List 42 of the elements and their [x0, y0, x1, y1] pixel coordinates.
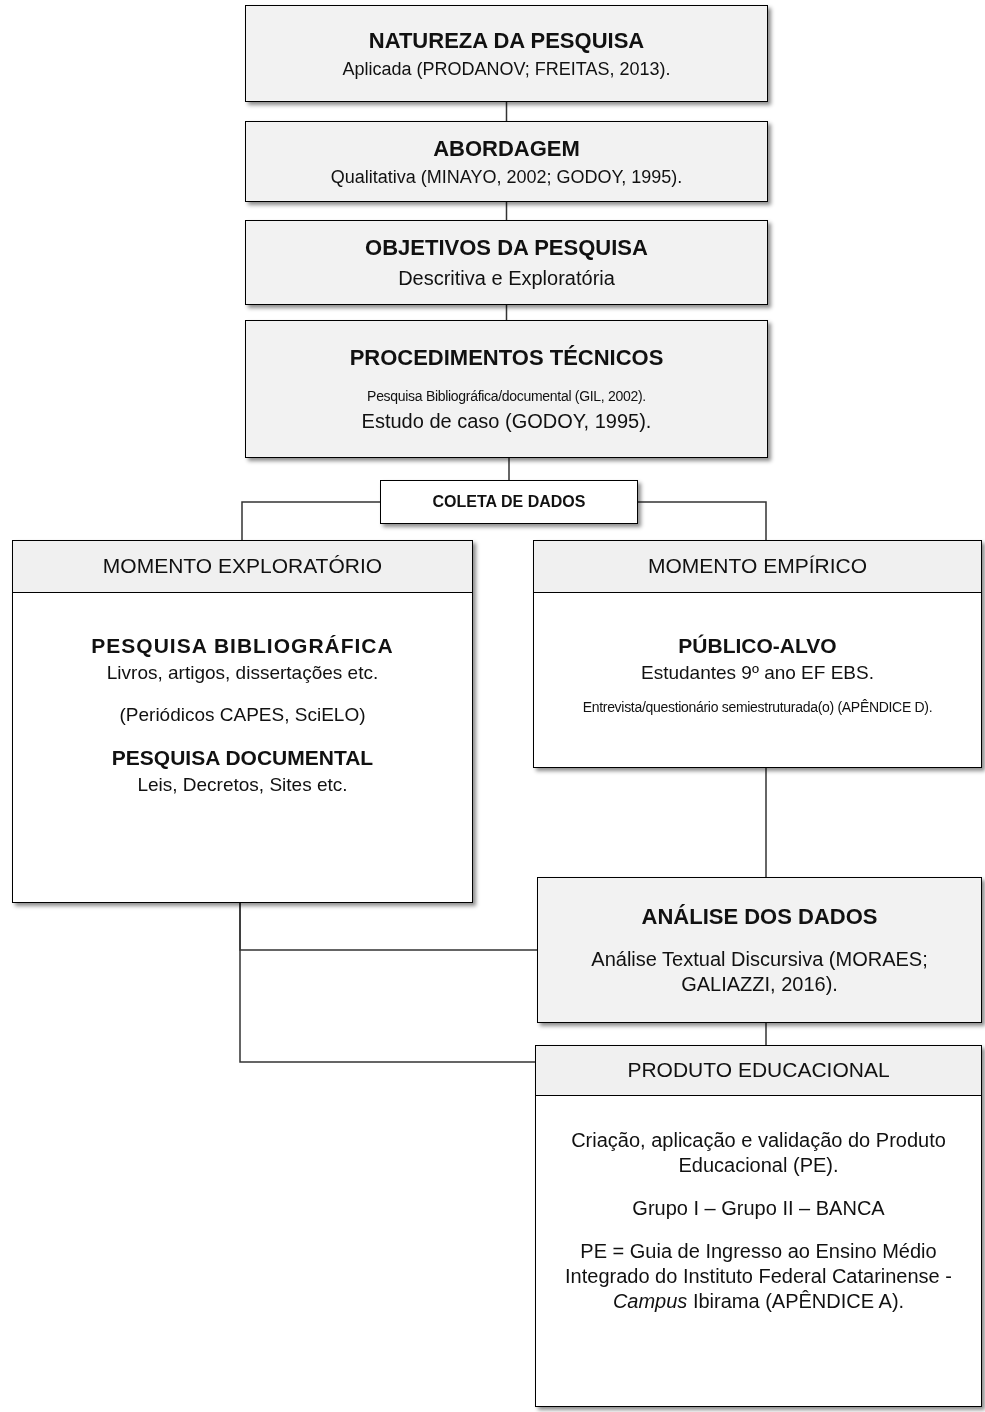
- node-text: Pesquisa Bibliográfica/documental (GIL, 2002).: [367, 387, 646, 405]
- node-text: Estudo de caso (GODOY, 1995).: [361, 409, 652, 434]
- connector-line: [239, 902, 536, 1063]
- node-text: PESQUISA BIBLIOGRÁFICA: [91, 633, 394, 659]
- node-text: ABORDAGEM: [433, 134, 580, 162]
- node-text: PROCEDIMENTOS TÉCNICOS: [349, 344, 664, 372]
- node-text: Descritiva e Exploratória: [398, 265, 615, 291]
- node-text: PE = Guia de Ingresso ao Ensino Médio Integrado do Instituto Federal Catarinense - Campus Ibirama (APÊNDICE A).: [564, 1239, 953, 1314]
- label-box: [380, 480, 638, 524]
- node-text: ANÁLISE DOS DADOS: [641, 903, 878, 931]
- process-box: [245, 220, 768, 305]
- section-panel: [535, 1045, 982, 1407]
- node-text: Leis, Decretos, Sites etc.: [137, 773, 348, 797]
- node-text: OBJETIVOS DA PESQUISA: [365, 234, 648, 262]
- section-header: MOMENTO EMPÍRICO: [534, 541, 981, 593]
- node-text: (Periódicos CAPES, SciELO): [119, 703, 366, 727]
- section-header: MOMENTO EXPLORATÓRIO: [13, 541, 472, 593]
- node-text: PÚBLICO-ALVO: [678, 633, 837, 659]
- process-box: [245, 5, 768, 102]
- node-text: Livros, artigos, dissertações etc.: [106, 661, 379, 685]
- node-text: Aplicada (PRODANOV; FREITAS, 2013).: [342, 58, 671, 81]
- node-text: Análise Textual Discursiva (MORAES; GALIAZZI, 2016).: [590, 946, 929, 997]
- node-text: Grupo I – Grupo II – BANCA: [632, 1196, 885, 1221]
- section-panel: [12, 540, 473, 903]
- node-text: PESQUISA DOCUMENTAL: [111, 744, 374, 771]
- process-box: [245, 320, 768, 458]
- section-header: PRODUTO EDUCACIONAL: [536, 1046, 981, 1096]
- connector-line: [765, 1022, 767, 1046]
- node-text: NATUREZA DA PESQUISA: [368, 26, 645, 54]
- connector-line: [508, 457, 510, 481]
- node-text: Qualitativa (MINAYO, 2002; GODOY, 1995).: [330, 166, 683, 189]
- connector-line: [765, 767, 767, 878]
- node-text: COLETA DE DADOS: [432, 492, 586, 512]
- process-box: [537, 877, 982, 1023]
- node-text: Criação, aplicação e validação do Produto Educacional (PE).: [570, 1128, 947, 1178]
- connector-line: [241, 501, 381, 541]
- section-panel: [533, 540, 982, 768]
- node-text: Estudantes 9º ano EF EBS.: [641, 661, 874, 685]
- node-text: Entrevista/questionário semiestruturada(o) (APÊNDICE D).: [582, 699, 933, 717]
- connector-line: [637, 501, 767, 541]
- connector-line: [505, 101, 508, 122]
- process-box: [245, 121, 768, 202]
